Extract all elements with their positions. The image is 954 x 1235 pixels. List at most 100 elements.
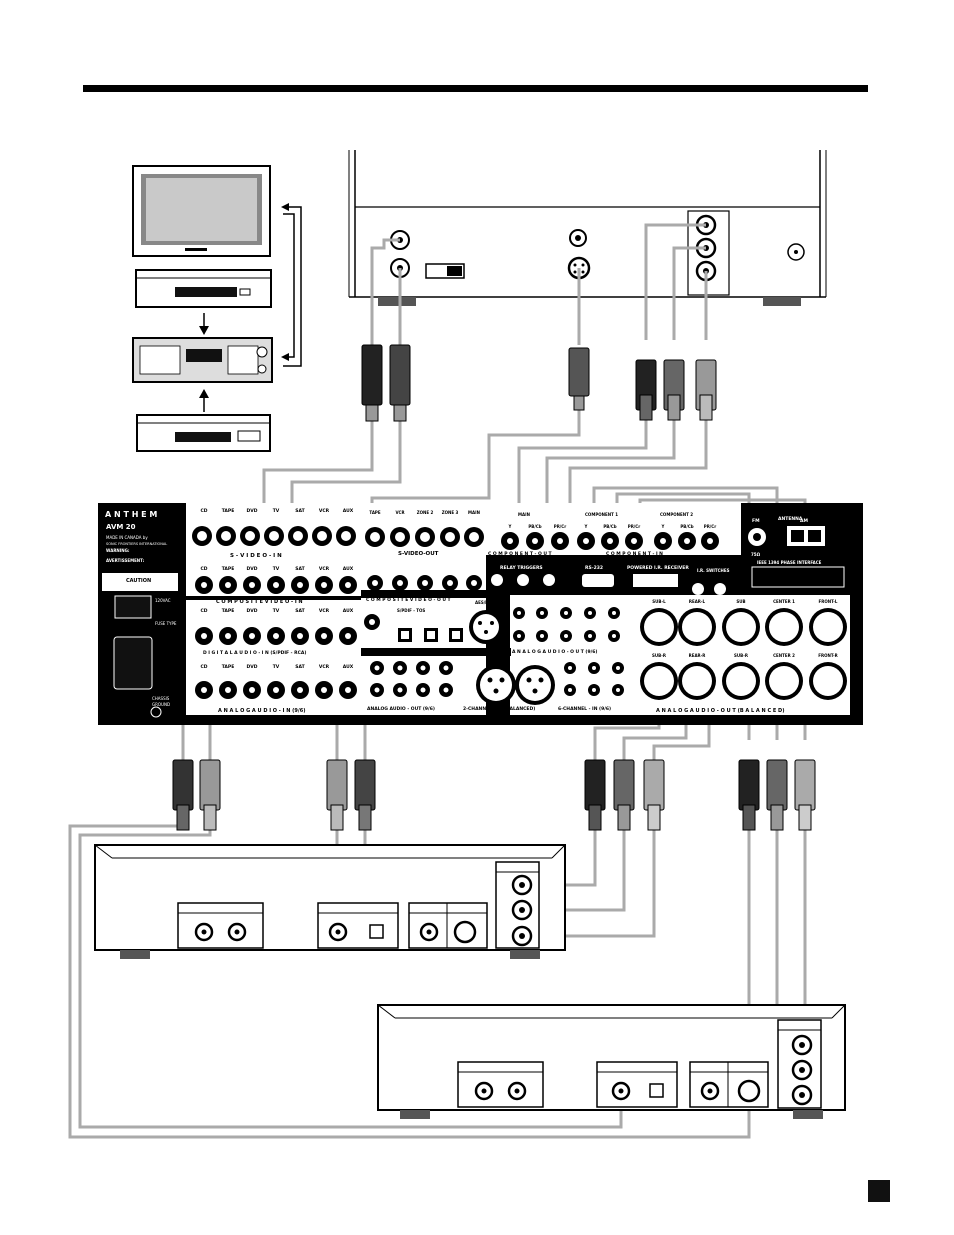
am-label: AM	[800, 518, 808, 524]
relay-label: RELAY TRIGGERS	[500, 565, 543, 571]
svideo-out-label-item: VCR	[395, 510, 404, 515]
source-label-aux: AUX	[343, 664, 354, 670]
balanced-bottom-label: SUB-R	[734, 653, 748, 658]
antenna-label: ANTENNA	[778, 516, 803, 522]
source-label-vcr: VCR	[319, 566, 330, 572]
svideo-out-jacks	[365, 527, 484, 547]
chassis-label: CHASSIS	[152, 696, 170, 701]
svideo-out-label-item: ZONE 3	[442, 510, 459, 515]
source-label-tape: TAPE	[222, 664, 235, 670]
analog-out-96-label: ANALOG AUDIO - OUT (9/6)	[367, 706, 435, 712]
component-jack-label: PB/Cb	[603, 524, 616, 529]
svideo-in-jacks	[192, 526, 356, 546]
svideo-in-label: S - V I D E O - I N	[230, 553, 282, 559]
source-label-cd: CD	[200, 664, 207, 670]
rca-plug	[389, 344, 411, 406]
component-jack-label: PR/Cr	[554, 524, 566, 529]
source-label-cd: CD	[200, 508, 207, 514]
rca-plug	[172, 759, 194, 811]
source-label-aux: AUX	[343, 608, 354, 614]
composite-video-out-jacks	[367, 575, 482, 591]
rca-plug	[326, 759, 348, 811]
source-label-tape: TAPE	[222, 608, 235, 614]
page-number-marker	[868, 1180, 890, 1202]
source-label-sat: SAT	[295, 664, 305, 670]
svideo-out-label-item: MAIN	[468, 510, 480, 515]
component-jacks	[501, 532, 719, 550]
ieee-label: IEEE 1394 PHASE INTERFACE	[757, 560, 822, 565]
source-label-tape: TAPE	[222, 508, 235, 514]
header-rule	[83, 85, 868, 92]
composite-video-in-jacks	[195, 576, 357, 594]
analog-audio-out-jacks	[370, 661, 453, 697]
source-label-dvd: DVD	[247, 566, 258, 572]
source-label-tv: TV	[273, 566, 280, 572]
analog-in-label: A N A L O G A U D I O - I N (9/6)	[218, 708, 306, 714]
balanced-top-label: FRONT-L	[819, 599, 838, 604]
warning-label: WARNING:	[106, 548, 130, 553]
balanced-bottom-label: SUB-R	[652, 653, 666, 658]
power-label: 120VAC	[155, 598, 171, 603]
source-label-vcr: VCR	[319, 508, 330, 514]
ohm75-label: 75Ω	[751, 552, 761, 557]
model-label: AVM 20	[106, 523, 136, 531]
rca-plug	[738, 759, 760, 811]
source-label-vcr: VCR	[319, 608, 330, 614]
made-in-label: MADE IN CANADA by	[106, 535, 148, 540]
source-label-dvd: DVD	[247, 608, 258, 614]
dvd-player-2	[377, 1004, 846, 1119]
connector-plugs	[172, 344, 816, 831]
analog-out-96b-label: A N A L O G A U D I O - O U T (9/6)	[512, 649, 597, 655]
dvd-player-1	[94, 844, 566, 959]
rs232-port	[582, 574, 614, 587]
svideo-out-label: S-VIDEO-OUT	[398, 551, 439, 557]
source-label-aux: AUX	[343, 508, 354, 514]
rca-plug	[361, 344, 383, 406]
svideo-out-label-item: TAPE	[369, 510, 380, 515]
rs232-label: RS-232	[585, 565, 603, 571]
svideo-plug	[568, 347, 590, 397]
source-label-sat: SAT	[295, 608, 305, 614]
digital-audio-in-jacks	[195, 627, 357, 645]
analog-out-bal-label: A N A L O G A U D I O - O U T (B A L A N…	[656, 708, 784, 714]
fm-label: FM	[752, 518, 760, 524]
avertissement-label: AVERTISSEMENT:	[106, 558, 145, 563]
component-jack-label: Y	[508, 524, 512, 529]
analog-audio-in-jacks	[195, 681, 357, 699]
two-ch-in-label: 2-CHANNEL - IN (BALANCED)	[463, 706, 535, 712]
component-out-label: C O M P O N E N T - O U T	[488, 551, 553, 557]
ir-switches-label: I.R. SWITCHES	[697, 568, 730, 573]
zone-analog-out-jacks	[513, 607, 624, 696]
rca-plug	[199, 759, 221, 811]
rca-plug	[643, 759, 665, 811]
source-label-vcr: VCR	[319, 664, 330, 670]
component2-label: COMPONENT 2	[660, 512, 693, 517]
rca-plug	[613, 759, 635, 811]
source-label-sat: SAT	[295, 508, 305, 514]
source-label-sat: SAT	[295, 566, 305, 572]
balanced-top-label: CENTER 1	[773, 599, 795, 604]
digital-in-rca-label: D I G I T A L A U D I O - I N (S/PDIF - …	[203, 650, 306, 656]
component-jack-label: PB/Cb	[680, 524, 693, 529]
composite-in-label: C O M P O S I T E V I D E O - I N	[216, 599, 303, 605]
balanced-top-label: SUB	[736, 599, 745, 604]
source-label-tv: TV	[273, 664, 280, 670]
balanced-top-label: REAR-L	[689, 599, 706, 604]
component-jack-label: PR/Cr	[704, 524, 716, 529]
balanced-bottom-label: REAR-R	[689, 653, 706, 658]
balanced-bottom-label: FRONT-R	[818, 653, 837, 658]
source-label-aux: AUX	[343, 566, 354, 572]
brand-label: A N T H E M	[105, 510, 157, 519]
ground-label: GROUND	[152, 702, 170, 707]
source-label-tv: TV	[273, 608, 280, 614]
caution-label: CAUTION	[126, 578, 151, 584]
balanced-out-jacks	[640, 608, 847, 700]
component1-label: COMPONENT 1	[585, 512, 618, 517]
component-jack-label: PR/Cr	[628, 524, 640, 529]
source-label-tape: TAPE	[222, 566, 235, 572]
source-label-cd: CD	[200, 608, 207, 614]
source-label-cd: CD	[200, 566, 207, 572]
source-label-dvd: DVD	[247, 664, 258, 670]
component-in-label: C O M P O N E N T - I N	[606, 551, 663, 557]
